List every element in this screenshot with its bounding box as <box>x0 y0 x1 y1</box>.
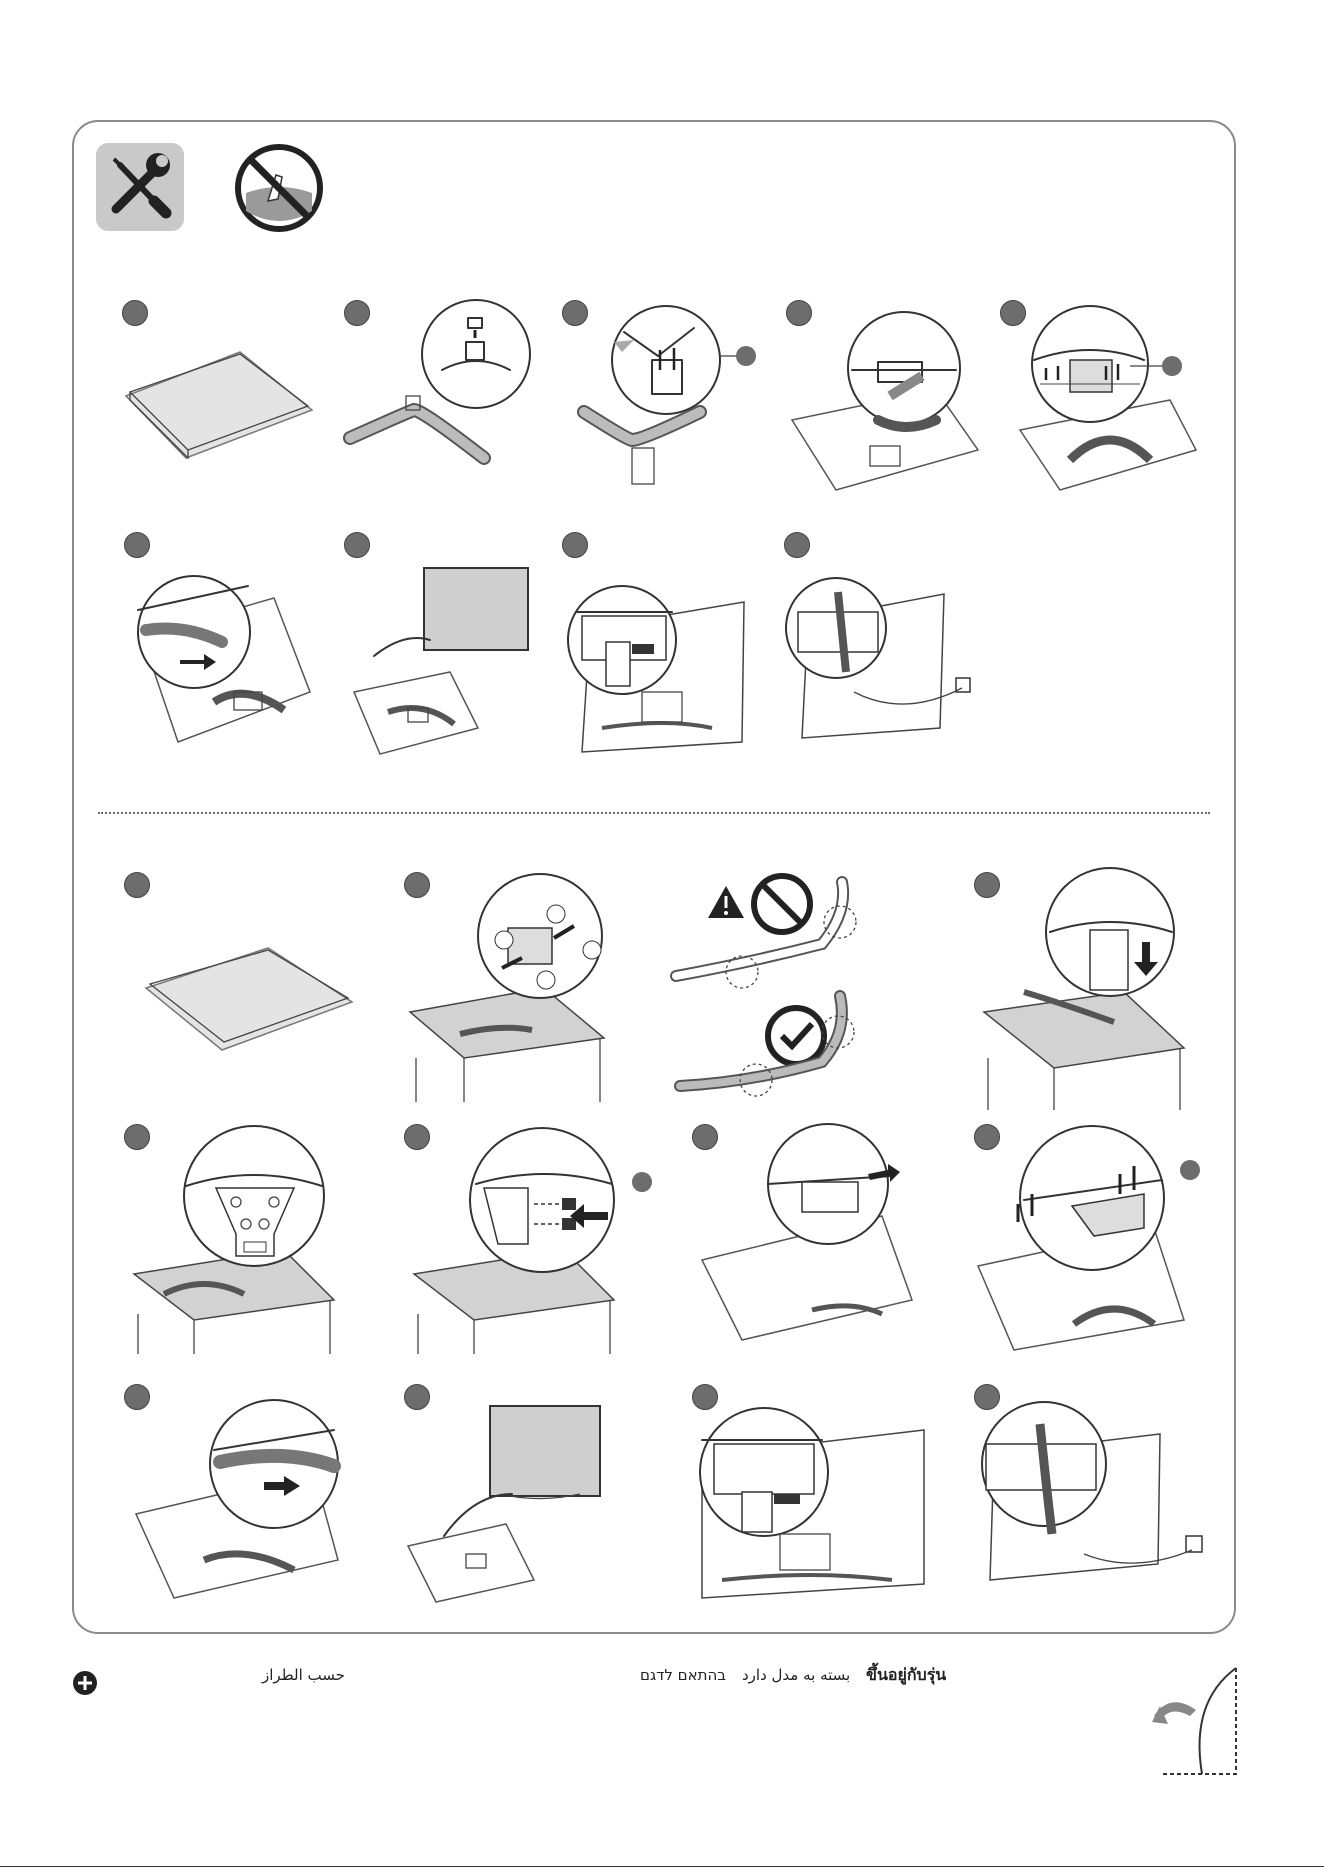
step-row2-2 <box>344 532 534 762</box>
footer-note-arabic: حسب الطراز <box>262 1664 345 1686</box>
step-sec2-10 <box>692 1384 932 1604</box>
step-sec2-1 <box>124 872 364 1072</box>
step-sec2-4 <box>124 1124 364 1354</box>
footer-note-persian: بسته به مدل دارد <box>742 1664 850 1686</box>
step-row1-1 <box>122 300 322 470</box>
footer-note-hebrew: בהתאם לדגם <box>640 1664 726 1686</box>
step-sec2-6 <box>692 1124 932 1344</box>
step-sec2-2 <box>404 872 644 1102</box>
step-row1-3 <box>562 300 762 500</box>
dotted-divider <box>98 812 1210 814</box>
step-sec2-warning <box>672 872 872 1100</box>
plus-circle-icon <box>72 1670 98 1696</box>
step-row1-2 <box>344 300 514 490</box>
page-turn-icon[interactable] <box>1150 1662 1240 1778</box>
step-row1-4 <box>786 300 986 500</box>
step-row2-1 <box>124 532 314 752</box>
step-sec2-7 <box>974 1124 1208 1354</box>
check-icon <box>768 1008 824 1064</box>
step-row1-5 <box>1000 300 1200 500</box>
step-sec2-5 <box>404 1124 654 1354</box>
step-row2-4 <box>784 532 974 742</box>
step-row2-3 <box>562 532 752 752</box>
step-sec2-11 <box>974 1384 1208 1604</box>
tools-icon <box>96 143 184 231</box>
step-sec2-9 <box>404 1384 604 1604</box>
no-touch-screen-icon <box>232 141 326 235</box>
footer-note-thai: ขึ้นอยู่กับรุ่น <box>866 1664 946 1686</box>
step-sec2-8 <box>124 1384 364 1604</box>
step-sec2-3 <box>974 872 1208 1112</box>
bottom-rule <box>0 1866 1324 1867</box>
